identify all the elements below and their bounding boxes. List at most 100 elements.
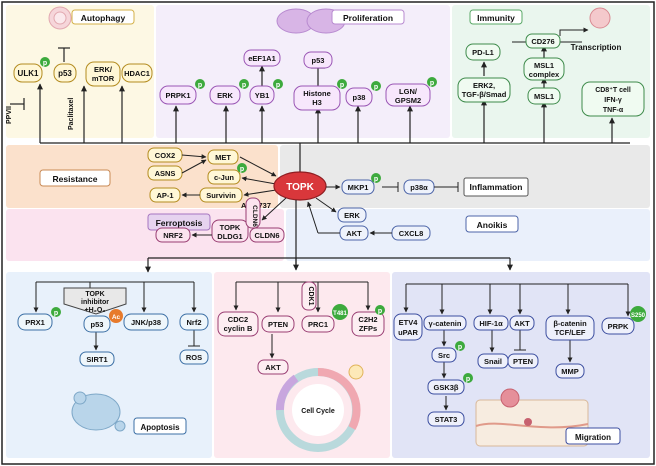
histone-h3-line2: H3	[312, 98, 322, 107]
msl1-complex-node	[523, 57, 565, 81]
prx1-phospho	[51, 307, 61, 317]
msl1-node	[527, 87, 561, 105]
prx1-node	[17, 313, 53, 331]
ros-node	[179, 349, 209, 365]
prx1-phospho-label: p	[54, 310, 58, 317]
jnk-p38-label: JNK/p38	[131, 318, 161, 327]
histone-h3-line1: Histone	[303, 89, 331, 98]
mkp1-phospho	[371, 173, 381, 183]
src-phospho-label: p	[458, 344, 462, 351]
nrf2-ferro-label: NRF2	[163, 231, 183, 240]
erk-prolif-node	[209, 85, 241, 105]
erk-anoikis-label: ERK	[344, 211, 360, 220]
gamma-catenin-label: γ-catenin	[429, 319, 462, 328]
anoikis-title: Anoikis	[477, 220, 508, 230]
gsk3b-node	[427, 379, 465, 395]
erk2-tgfb-node	[457, 77, 511, 103]
prpk-node	[601, 317, 635, 335]
gamma-catenin-node	[423, 315, 467, 331]
top-connector-lines	[10, 45, 630, 174]
resistance-title: Resistance	[53, 174, 98, 184]
erk2-line1: ERK2,	[473, 81, 495, 90]
cd8-line3: TNF-α	[603, 107, 624, 114]
prpk1-phospho-label: p	[198, 82, 202, 89]
prc1-node	[301, 315, 335, 333]
lgn-line2: GPSM2	[395, 96, 421, 105]
autophagosome-inner-icon	[53, 11, 67, 25]
immunity-title-box	[469, 9, 523, 25]
p53-prolif-label: p53	[312, 56, 325, 65]
cldn6-node	[249, 227, 285, 243]
bottom-connector-lines	[145, 200, 513, 273]
tumor-mass-icon	[500, 388, 520, 408]
middle-group: CDC2 cyclin B PTEN CDK1 PRC1 T481 C2H2 Z…	[217, 281, 385, 452]
erk2-line2: TGF-β/Smad	[462, 90, 507, 99]
survivin-label: Survivin	[206, 191, 236, 200]
p53-apoptosis-node	[83, 315, 111, 333]
immunity-group: Immunity PD-L1 ERK2, TGF-β/Smad CD276 Tr…	[457, 7, 645, 117]
proliferation-group: Proliferation PRPK1 p ERK p YB1 p eEF1A1…	[159, 8, 437, 111]
pdl1-label: PD-L1	[472, 48, 494, 57]
c2h2-phospho-label: p	[378, 308, 382, 315]
mmp-node	[555, 363, 585, 379]
topk-dldg1-node	[211, 219, 249, 243]
akt-middle-label: AKT	[265, 363, 281, 372]
autophagy-group: Autophagy ULK1 p p53 ERK/ mTOR HDAC1 PPV…	[6, 6, 153, 130]
paclitaxel-label: Paclitaxel	[68, 98, 75, 130]
p38-prolif-node	[345, 87, 373, 107]
hif1a-label: HIF-1α	[479, 319, 503, 328]
cdc2-line2: cyclin B	[224, 324, 253, 333]
cd8-line2: IFN-γ	[604, 97, 622, 104]
cjun-phospho-label: p	[240, 166, 244, 173]
gsk3b-phospho	[463, 373, 473, 383]
prc1-label: PRC1	[308, 320, 328, 329]
mmp-label: MMP	[561, 367, 579, 376]
ppvii-label: PPVII	[6, 106, 13, 124]
inflammation-group: MKP1 p p38α Inflammation	[326, 173, 529, 197]
lgn-phospho	[427, 77, 437, 87]
hdac1-node	[121, 63, 153, 83]
p53-prolif-node	[303, 51, 333, 69]
cox2-label: COX2	[155, 151, 175, 160]
immunity-title: Immunity	[477, 13, 515, 23]
etv4-upar-node	[393, 313, 423, 341]
pten-middle-label: PTEN	[268, 320, 288, 329]
prpk1-phospho	[195, 79, 205, 89]
prpk-label: PRPK	[608, 322, 629, 331]
ferroptosis-group: Ferroptosis NRF2 TOPK DLDG1 CLDN6 CLDN6	[147, 197, 287, 243]
cell-cycle-label: Cell Cycle	[301, 408, 335, 415]
t481-label: T481	[333, 311, 347, 317]
tissue-illustration	[475, 399, 589, 447]
acetyl-mark	[109, 309, 123, 323]
etv4-line2: uPAR	[398, 328, 418, 337]
erk-anoikis-node	[337, 207, 367, 223]
erk-prolif-label: ERK	[217, 91, 233, 100]
cldn6-vertical-node	[245, 197, 261, 229]
akt-middle-node	[257, 359, 289, 375]
pten-migration-node	[507, 353, 539, 369]
cd276-node	[525, 33, 561, 49]
src-label: Src	[438, 351, 450, 360]
topk-ferro-label: TOPK	[220, 223, 241, 232]
cdc2-cyclinb-node	[217, 311, 259, 337]
vessel-illustration	[475, 422, 589, 429]
lgn-line1: LGN/	[399, 87, 418, 96]
cjun-node	[207, 169, 241, 185]
beta-catenin-line2: TCF/LEF	[555, 328, 586, 337]
inhibitor-line2: inhibitor	[81, 299, 109, 306]
ap1-node	[149, 187, 181, 203]
yb1-label: YB1	[255, 91, 270, 100]
cdc2-line1: CDC2	[228, 315, 248, 324]
topk-label: TOPK	[286, 182, 314, 193]
akt-migration-label: AKT	[514, 319, 530, 328]
asns-label: ASNS	[155, 169, 176, 178]
dividing-cell-icon	[348, 364, 364, 380]
ros-label: ROS	[186, 353, 202, 362]
apoptosis-title-box	[133, 417, 187, 435]
anoikis-panel	[286, 209, 650, 261]
resistance-arrows	[181, 154, 277, 198]
p38-prolif-phospho-label: p	[374, 84, 378, 91]
topk-inhibitor-box	[63, 287, 127, 315]
histone-h3-node	[293, 85, 341, 111]
nrf2-ferro-node	[155, 227, 191, 243]
